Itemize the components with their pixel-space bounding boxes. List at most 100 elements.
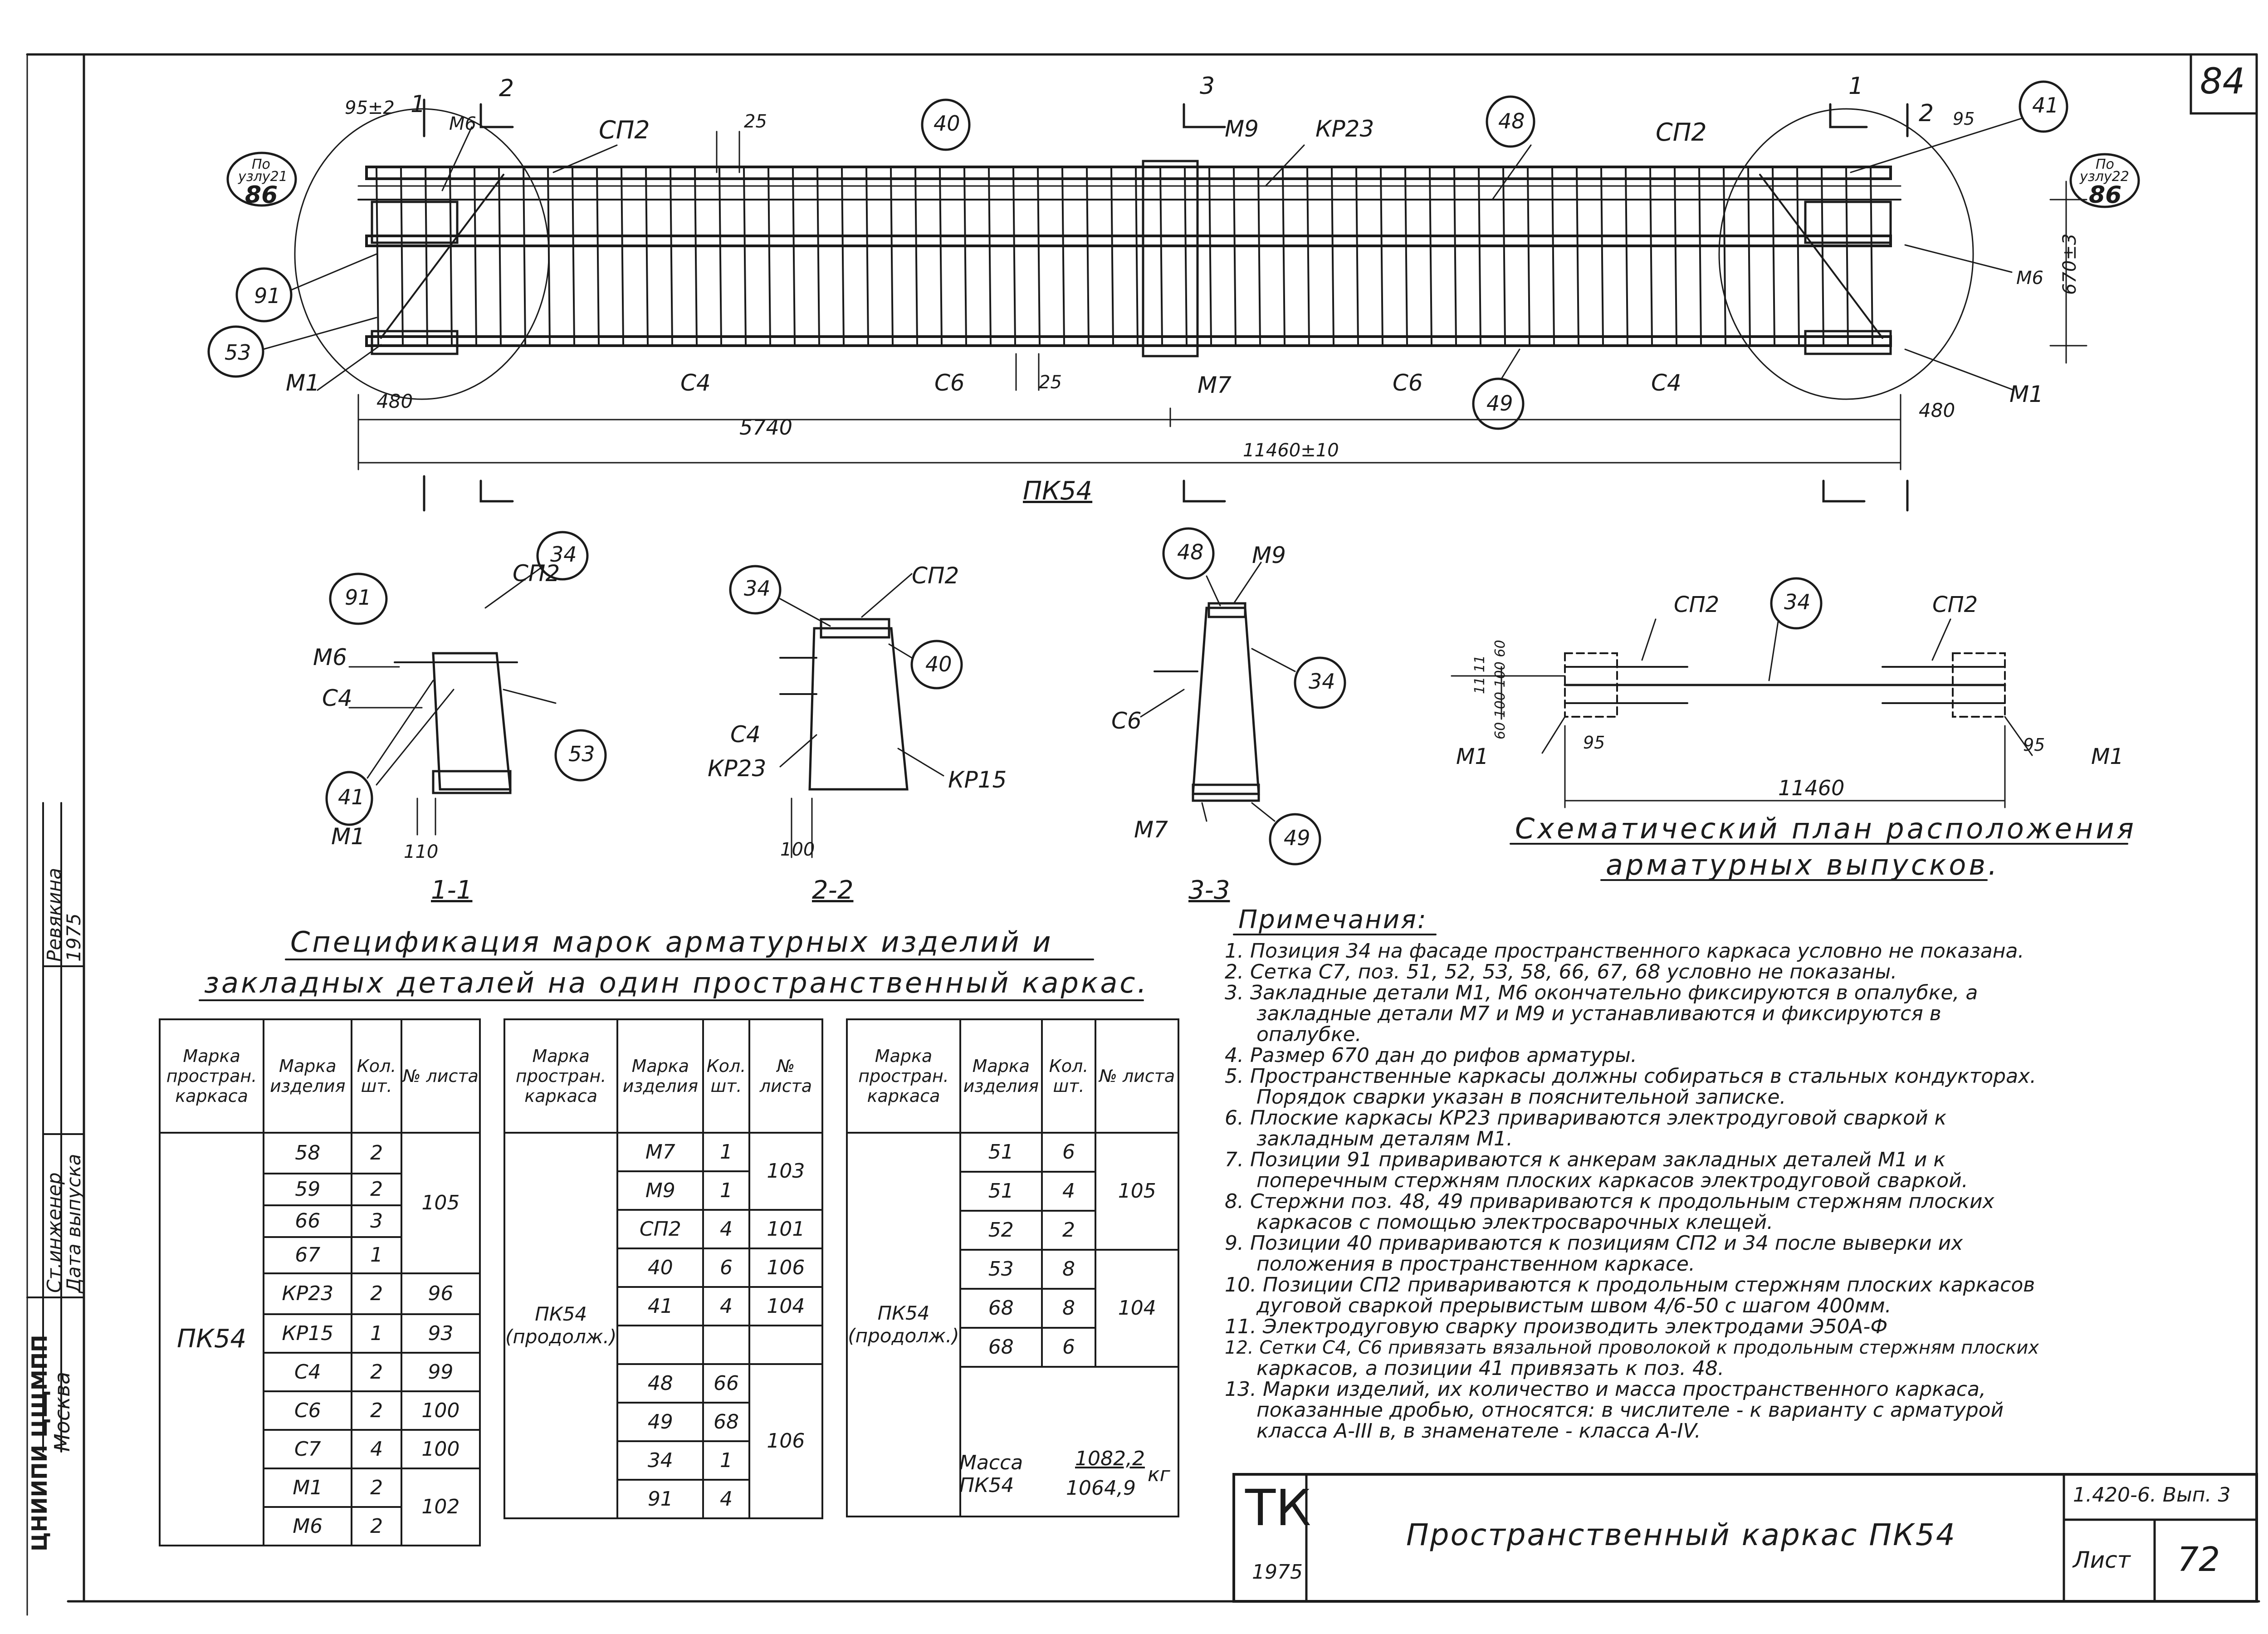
t1-item: 59 <box>263 1173 353 1206</box>
t3-header-frame: Марка простран. каркаса <box>846 1018 961 1134</box>
t1-qty: 2 <box>351 1390 402 1431</box>
t1-qty: 2 <box>351 1132 402 1174</box>
t1-sheet: 105 <box>400 1132 481 1274</box>
t2-qty: 6 <box>702 1248 750 1288</box>
plan-callout-53: 53 <box>225 340 251 365</box>
spec-table-2: Марка простран. каркаса Марка изделия Ко… <box>503 1018 824 1519</box>
t3-qty: 6 <box>1041 1132 1097 1173</box>
note-line: 9. Позиции 40 привариваются к позициям С… <box>1225 1232 1963 1255</box>
t3-item: 51 <box>959 1171 1043 1212</box>
t2-sheet <box>748 1325 824 1365</box>
rebar-tick <box>1012 167 1016 346</box>
scheme-callout-34: 34 <box>1784 590 1811 614</box>
t3-qty: 2 <box>1041 1210 1097 1251</box>
note-line: показанные дробью, относятся: в числител… <box>1256 1399 2004 1422</box>
t1-item: КР23 <box>263 1272 353 1315</box>
t1-sheet: 102 <box>400 1468 481 1546</box>
t2-sheet: 101 <box>748 1209 824 1249</box>
t2-item: 34 <box>616 1440 704 1481</box>
rebar-tick <box>1796 167 1800 346</box>
t3-sheet: 104 <box>1095 1249 1179 1368</box>
note-line: Порядок сварки указан в пояснительной за… <box>1256 1086 1786 1109</box>
scheme-label-sp2-right: СП2 <box>1932 592 1978 617</box>
plan-label-m1-right: М1 <box>2009 381 2043 407</box>
plan-callout-48: 48 <box>1498 109 1525 133</box>
scheme-label-11460: 11460 <box>1778 776 1845 800</box>
rebar-tick <box>1429 167 1432 346</box>
rebar-ticks <box>376 167 1873 346</box>
rebar-tick <box>1037 167 1041 346</box>
plan-label-c6-right: С6 <box>1393 370 1423 396</box>
t2-qty: 66 <box>702 1363 750 1404</box>
t2-qty: 4 <box>702 1286 750 1326</box>
rebar-tick <box>1698 167 1702 346</box>
node-ref-right-line1: По <box>2096 157 2114 172</box>
rebar-tick <box>792 167 796 346</box>
rebar-tick <box>1527 167 1530 346</box>
t3-item: 53 <box>959 1249 1043 1290</box>
plan-label-95-right: 95 <box>1953 109 1975 129</box>
t1-qty: 4 <box>351 1429 402 1469</box>
t2-item: 41 <box>616 1286 704 1326</box>
sec3-callout-49: 49 <box>1284 826 1310 850</box>
t2-item: 49 <box>616 1402 704 1442</box>
sec2-callout-34: 34 <box>744 576 771 601</box>
sec2-callout-40: 40 <box>925 652 952 676</box>
side-release-label: Дата выпуска <box>63 1154 85 1293</box>
scheme-label-95-right: 95 <box>2023 735 2045 755</box>
sec2-label-sp2: СП2 <box>912 563 959 589</box>
note-line: 1. Позиция 34 на фасаде пространственног… <box>1225 939 2024 963</box>
t2-item: М9 <box>616 1170 704 1211</box>
side-city: Москва <box>50 1371 74 1452</box>
rebar-tick <box>1380 167 1383 346</box>
t2-sheet: 106 <box>748 1248 824 1288</box>
t1-qty: 1 <box>351 1313 402 1354</box>
t2-header-item: Марка изделия <box>616 1018 704 1134</box>
stamp-code: 1.420-6. Вып. 3 <box>2073 1483 2231 1507</box>
t1-sheet: 99 <box>400 1352 481 1392</box>
t2-qty: 1 <box>702 1440 750 1481</box>
scheme-label-95-left: 95 <box>1583 733 1605 753</box>
node-ref-right-num: 86 <box>2089 181 2122 209</box>
rebar-tick <box>1600 167 1604 346</box>
rebar-tick <box>1404 167 1408 346</box>
rebar-tick <box>376 167 379 346</box>
scheme-caption-line1: Схематический план расположения <box>1515 812 2136 845</box>
plan-dim-total: 11460±10 <box>1243 440 1339 461</box>
mass-label: Масса ПК54 <box>959 1451 1023 1497</box>
sec3-label-c6: С6 <box>1111 708 1142 734</box>
rebar-tick <box>816 167 820 346</box>
t2-qty: 4 <box>702 1479 750 1519</box>
plan-label-m6-right: М6 <box>2016 268 2043 289</box>
t3-item: 68 <box>959 1288 1043 1329</box>
rebar-tick <box>1551 167 1555 346</box>
rebar-tick <box>498 167 502 346</box>
rebar-tick <box>400 167 404 346</box>
t2-item: 40 <box>616 1248 704 1288</box>
t3-item: 52 <box>959 1210 1043 1251</box>
plan-callout-41: 41 <box>2032 93 2059 117</box>
note-line: 8. Стержни поз. 48, 49 привариваются к п… <box>1225 1190 1994 1213</box>
t3-qty: 6 <box>1041 1327 1097 1368</box>
plan-label-kr23: КР23 <box>1315 116 1374 142</box>
t2-qty: 1 <box>702 1132 750 1172</box>
t1-header-qty: Кол. шт. <box>351 1018 402 1134</box>
rebar-tick <box>1282 167 1286 346</box>
plan-label-480-right: 480 <box>1919 399 1955 421</box>
note-line: каркасов, а позиции 41 привязать к поз. … <box>1256 1357 1724 1380</box>
rebar-tick <box>1649 167 1653 346</box>
rebar-tick <box>767 167 771 346</box>
note-line: закладные детали М7 и М9 и устанавливают… <box>1256 1002 1941 1025</box>
mass-unit: кг <box>1148 1463 1170 1486</box>
t3-frame: ПК54 (продолж.) <box>846 1132 961 1517</box>
t1-qty: 3 <box>351 1204 402 1238</box>
note-line: каркасов с помощью электросварочных клещ… <box>1256 1211 1774 1234</box>
rebar-tick <box>1184 167 1188 346</box>
sec2-label-100: 100 <box>780 839 815 860</box>
t3-item: 51 <box>959 1132 1043 1173</box>
rebar-tick <box>963 167 967 346</box>
sec1-label-m6: М6 <box>313 644 347 670</box>
rebar-tick <box>547 167 551 346</box>
plan-label-m1-left: М1 <box>286 370 320 396</box>
